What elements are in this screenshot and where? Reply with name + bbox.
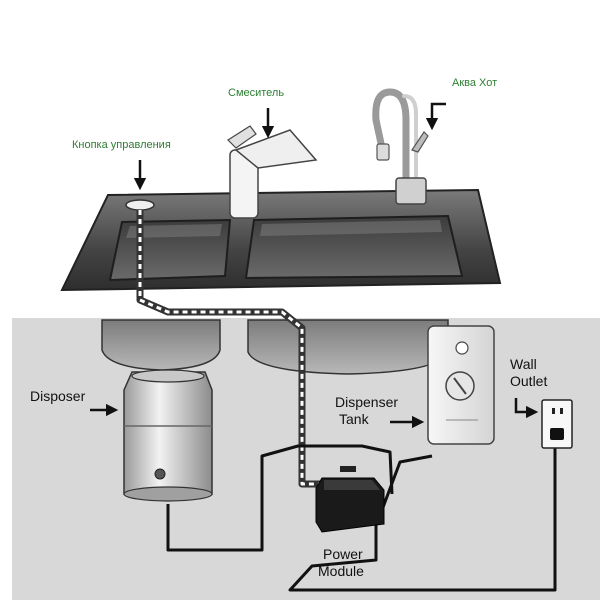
right-bowl [244,214,464,280]
wall-outlet-arrow-icon [514,398,539,419]
disposer-label: Disposer [30,388,86,404]
dispenser-tank-label-line2: Tank [339,411,369,427]
aqua-hot-label: Аква Хот [452,77,498,89]
right-bowl-highlight [260,220,442,236]
faucet-label: Смеситель [228,87,285,99]
power-module-label-line1: Power [323,546,363,562]
control-button-icon [125,199,155,211]
disposer-icon [123,369,213,502]
wall-outlet-cord [288,448,557,592]
pointer-arrows [90,102,539,429]
air-line [136,210,322,488]
tank-cord [380,454,433,511]
power-cords [166,444,557,592]
dispenser-tank-icon [427,325,495,445]
wall-outlet-label-line1: Wall [510,356,537,372]
left-bowl-underside [101,319,221,371]
left-bowl-highlight [126,224,222,238]
faucet-icon [227,125,318,219]
dispenser-tank-label-line1: Dispenser [335,394,399,410]
power-module-icon [315,466,385,533]
wall-outlet-icon [541,399,573,449]
disposer-cord [166,444,394,552]
right-bowl-underside [247,319,449,375]
power-module-label-line2: Module [318,563,364,579]
aqua-hot-faucet-icon [372,88,429,205]
wall-outlet-label-line2: Outlet [510,373,548,389]
aqua-hot-arrow-icon [425,102,446,131]
control-button-label: Кнопка управления [72,139,171,151]
